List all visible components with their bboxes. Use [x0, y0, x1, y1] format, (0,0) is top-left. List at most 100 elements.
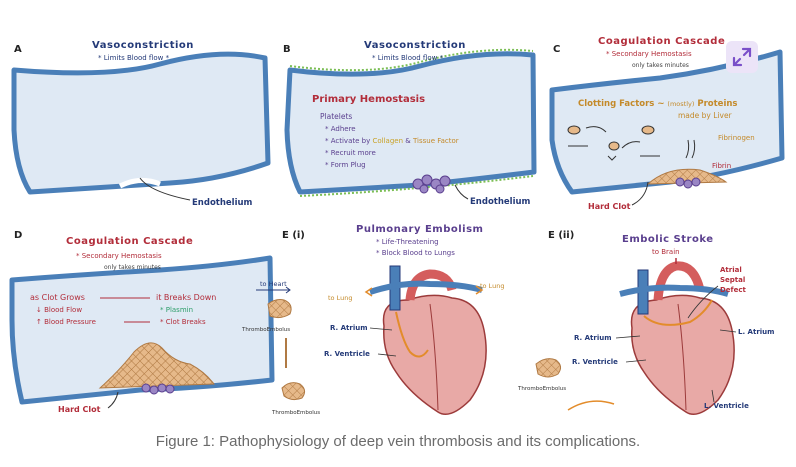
- blood-vessel: [11, 51, 271, 195]
- subtitle: * Secondary Hemostasis: [606, 50, 692, 58]
- blood-vessel: [549, 49, 785, 195]
- clotting-factors: Clotting Factors ~ (mostly) Proteins: [578, 99, 737, 109]
- r-ventricle-label: R. Ventricle: [324, 350, 370, 358]
- item-activate: * Activate by Collagen & Tissue Factor: [325, 137, 459, 145]
- panel-letter: D: [14, 230, 22, 241]
- pointer-line: [719, 329, 737, 333]
- title: Vasoconstriction: [364, 40, 466, 51]
- item-plug: * Form Plug: [325, 161, 366, 169]
- platelet-plug: [412, 174, 451, 194]
- panel-letter: E (i): [282, 230, 305, 241]
- to-brain-label: to Brain: [652, 248, 680, 256]
- hard-clot-label: Hard Clot: [58, 405, 101, 414]
- arrow-right-icon: [475, 285, 484, 295]
- expand-arrows-icon: [732, 47, 752, 67]
- r-atrium-label: R. Atrium: [330, 324, 368, 332]
- bullet-1: * Life-Threatening: [376, 238, 439, 246]
- hard-clot-label: Hard Clot: [588, 202, 631, 211]
- note: only takes minutes: [632, 62, 689, 69]
- pointer-line: [711, 389, 715, 403]
- pointer-line: [377, 353, 397, 357]
- pointer-line: [369, 327, 393, 331]
- clot-breaks: * Clot Breaks: [160, 318, 206, 326]
- item-adhere: * Adhere: [325, 125, 356, 133]
- panel-a: A Vasoconstriction * Limits Blood flow *…: [11, 40, 271, 208]
- plasmin: * Plasmin: [160, 306, 193, 314]
- subtitle: * Limits Blood flow *: [98, 54, 170, 62]
- panel-c: C Coagulation Cascade * Secondary Hemost…: [549, 36, 785, 211]
- blood-flow-path: [395, 311, 429, 358]
- pointer-line: [615, 335, 641, 339]
- septum: [677, 303, 687, 411]
- pointer-line: [139, 177, 191, 201]
- title: Vasoconstriction: [92, 40, 194, 51]
- pointer-line: [631, 181, 649, 206]
- l-atrium-label: L. Atrium: [738, 328, 774, 336]
- endothelium-label: Endothelium: [192, 198, 253, 208]
- pulmonary-artery: [619, 284, 729, 297]
- heading: Primary Hemostasis: [312, 94, 425, 105]
- asd-line-1: Atrial: [720, 266, 742, 274]
- to-heart-label: to Heart: [260, 280, 287, 288]
- thromboembolus: [281, 382, 306, 401]
- panel-e-i: E (i) Pulmonary Embolism * Life-Threaten…: [241, 224, 504, 416]
- thromboembolus: [535, 358, 562, 378]
- blood-vessel: [284, 51, 537, 195]
- factor-cascade: [567, 125, 696, 161]
- thromboembolus-label: ThromboEmbolus: [517, 386, 566, 392]
- title: Coagulation Cascade: [66, 236, 193, 247]
- to-lung-right: to Lung: [480, 282, 504, 290]
- fibrin-label: Fibrin: [712, 162, 731, 170]
- asd-line-2: Septal: [720, 276, 745, 284]
- blood-vessel: [9, 255, 275, 405]
- platelets-label: Platelets: [320, 112, 352, 121]
- title: Coagulation Cascade: [598, 36, 725, 47]
- septum: [429, 303, 439, 411]
- pointer-line: [454, 184, 469, 200]
- figure-illustration: A Vasoconstriction * Limits Blood flow *…: [9, 36, 785, 416]
- liver-label: made by Liver: [678, 111, 733, 120]
- vessel-injury: [118, 178, 161, 189]
- arrow-left-icon: [364, 287, 373, 297]
- l-ventricle-label: L. Ventricle: [704, 402, 749, 410]
- bullet-2: * Block Blood to Lungs: [376, 249, 455, 257]
- figure-caption: Figure 1: Pathophysiology of deep vein t…: [155, 433, 641, 450]
- panel-letter: C: [553, 44, 560, 55]
- vein-path: [567, 400, 615, 411]
- endothelium-label: Endothelium: [470, 197, 531, 207]
- pulmonary-artery: [369, 280, 483, 295]
- breaks-down: it Breaks Down: [156, 293, 216, 302]
- pointer-line: [107, 391, 119, 409]
- panel-letter: B: [283, 44, 291, 55]
- note: only takes minutes: [104, 264, 161, 271]
- hard-clot: [98, 342, 215, 389]
- panel-letter: A: [14, 44, 22, 55]
- subtitle: * Limits Blood flow *: [372, 54, 444, 62]
- thromboembolus: [267, 299, 292, 319]
- expand-button[interactable]: [726, 41, 758, 73]
- thromboembolus-label-2: ThromboEmbolus: [271, 410, 320, 416]
- thromboembolus-label-1: ThromboEmbolus: [241, 327, 290, 333]
- asd-line-3: Defect: [720, 286, 747, 294]
- title: Pulmonary Embolism: [356, 224, 483, 235]
- platelet-plug: [141, 383, 175, 395]
- item-recruit: * Recruit more: [325, 149, 376, 157]
- r-ventricle-label: R. Ventricle: [572, 358, 618, 366]
- platelet-plug: [675, 177, 701, 189]
- fibrinogen-label: Fibrinogen: [718, 134, 755, 142]
- blood-pressure: ↑ Blood Pressure: [36, 318, 96, 326]
- r-atrium-label: R. Atrium: [574, 334, 612, 342]
- title: Embolic Stroke: [622, 234, 714, 245]
- panel-d: D Coagulation Cascade * Secondary Hemost…: [9, 230, 275, 414]
- clot-grows: as Clot Grows: [30, 293, 85, 302]
- to-lung-left: to Lung: [328, 294, 352, 302]
- shunt-path: [643, 299, 713, 326]
- subtitle: * Secondary Hemostasis: [76, 252, 162, 260]
- panel-e-ii: E (ii) Embolic Stroke to Brain Atrial Se…: [517, 230, 774, 415]
- blood-flow: ↓ Blood Flow: [36, 306, 82, 314]
- hard-clot: [646, 168, 728, 185]
- panel-b: B Vasoconstriction * Limits Blood flow *…: [283, 40, 537, 207]
- collagen-fibers: [299, 175, 534, 197]
- to-heart-arrow: [256, 286, 291, 294]
- pointer-line: [625, 359, 647, 363]
